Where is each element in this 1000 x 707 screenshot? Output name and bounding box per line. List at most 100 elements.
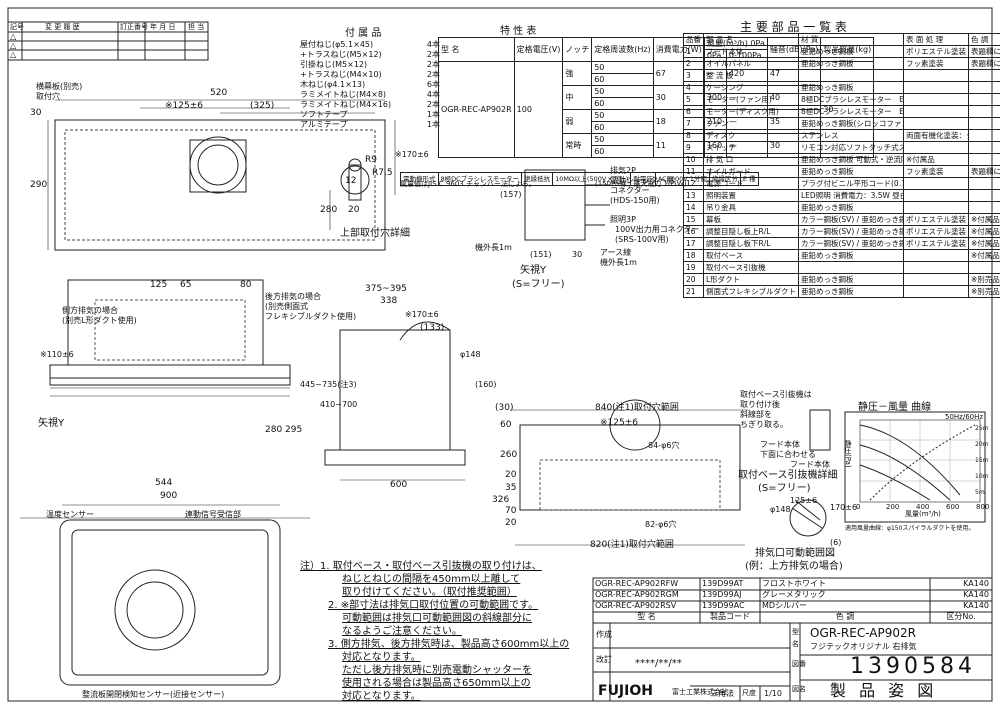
dim-280: 280: [320, 205, 338, 215]
spec-h-voltage: 定格電圧(V): [513, 37, 564, 62]
parts-cell: 排 気 口: [703, 153, 799, 166]
dim-30b: (30): [495, 403, 514, 413]
rev-row-1: △: [10, 32, 17, 41]
parts-cell: [903, 117, 969, 130]
tb-title: 製 品 姿 図: [830, 681, 938, 700]
parts-cell: [903, 177, 969, 190]
parts-cell: 17: [683, 237, 704, 250]
parts-cell: ※別売品(TFD-15): [968, 285, 1000, 298]
parts-cell: 8極DCブラシレスモーター E種: [798, 93, 904, 106]
dim-290: 290: [30, 180, 48, 190]
parts-cell: 亜鉛めっき鋼板: [798, 57, 904, 70]
parts-cell: 両面有機化塗装：クリアー(ワンタッチ着脱): [903, 129, 969, 142]
label-side-exhaust: 側方排気の場合: [62, 306, 118, 315]
variant-code: 139D99AJ: [702, 590, 742, 599]
dim-600: 600: [390, 480, 408, 490]
note-line: 可動範囲は排気口可動範囲図の斜線部分に: [342, 613, 532, 624]
dim-160: (160): [475, 380, 497, 389]
accessory-qty: 4本: [426, 40, 440, 49]
accessory-item: +トラスねじ(M4×10) 2本: [300, 70, 440, 80]
spec-h-notch: ノッチ: [562, 37, 593, 62]
accessory-qty: 2本: [426, 70, 440, 79]
curve-x-tick: 600: [946, 503, 960, 511]
label-mount-hole: 取付穴: [36, 92, 60, 101]
tb-projection: 三角法: [710, 689, 734, 698]
label-smart-sensor: 整流板開閉検知センサー(近接センサー): [82, 690, 225, 699]
spec-voltage: 100: [513, 61, 564, 158]
parts-cell: [968, 261, 1000, 274]
accessory-qty: 4本: [426, 90, 440, 99]
parts-cell: 亜鉛めっき鋼板: [798, 201, 904, 214]
dim-holes82: 82-φ6穴: [645, 520, 677, 529]
parts-cell: L形ダクト: [703, 273, 799, 286]
tb-made: 作成: [596, 630, 612, 639]
label-sfree2: (S=フリー): [758, 483, 811, 494]
parts-title: 主 要 部 品 一 覧 表: [740, 20, 847, 34]
accessory-qty: 2本: [426, 100, 440, 109]
variant-model: OGR-REC-AP902RGM: [595, 590, 679, 599]
parts-cell: 表題欄による: [968, 57, 1000, 70]
curve-x-tick: 400: [916, 503, 930, 511]
parts-cell: 19: [683, 261, 704, 274]
parts-cell: 側面式フレキシブルダクト: [703, 285, 799, 298]
rev-h-history: 変 更 履 歴: [45, 23, 80, 31]
dim-445: 445~735(注3): [300, 380, 357, 389]
parts-cell: 6: [683, 105, 704, 118]
parts-cell: カラー鋼板(SV) / 亜鉛めっき鋼板(GM・FW): [798, 213, 904, 226]
dim-170c: 170±6: [830, 503, 858, 512]
label-light3p: 照明3P: [610, 215, 636, 224]
parts-row: 2オイルパネル亜鉛めっき鋼板フッ素塗装表題欄による: [683, 57, 1000, 70]
parts-cell: 整 流 板: [703, 69, 799, 82]
label-base-pull-3: 斜線部を: [740, 410, 772, 419]
dim-35: 35: [505, 483, 517, 493]
parts-cell: オイルパネル: [703, 57, 799, 70]
accessory-name: +トラスねじ(M4×10): [300, 70, 382, 79]
parts-cell: モーター(ファン用): [703, 93, 799, 106]
parts-cell: 4: [683, 81, 704, 94]
label-100v: 100V出力用コネクター: [615, 225, 700, 234]
parts-cell: フード本体: [703, 45, 799, 58]
dim-148b: φ148: [770, 505, 791, 514]
variant-header-row: 型 名製品コード色 調区分No.: [593, 611, 992, 622]
parts-cell: ディスク: [703, 129, 799, 142]
parts-cell: LED照明 消費電力：3.5W 昼白色(LED照明1灯、照明用電源): [798, 189, 904, 202]
parts-cell: 亜鉛めっき鋼板: [798, 165, 904, 178]
tb-number: 1390584: [850, 654, 976, 679]
label-cord2: 機外長1m: [600, 258, 637, 267]
label-hds: (HDS-150用): [610, 196, 660, 205]
label-hood-body-2: 下面に合わせる: [760, 450, 816, 459]
accessory-name: アルミテープ: [300, 120, 348, 129]
dim-544: 544: [155, 478, 173, 488]
note-line: ねじとねじの間隔を450mm以上離して: [342, 574, 521, 585]
spec-notch: 弱: [562, 109, 593, 134]
parts-cell: 表題欄による: [968, 45, 1000, 58]
parts-cell: 1: [683, 45, 704, 58]
parts-cell: フッ素塗装: [903, 57, 969, 70]
accessory-name: ラミメイトねじ(M4×16): [300, 100, 392, 109]
parts-cell: [968, 117, 1000, 130]
dim-326: 326: [492, 495, 510, 505]
spec-hz: 50: [591, 109, 654, 122]
dim-6: (6): [830, 538, 842, 547]
spec-hz: 60: [591, 145, 654, 158]
curve-title: 静圧－風量 曲線: [858, 402, 932, 413]
variant-code: 139D99AT: [702, 579, 744, 588]
parts-cell: [968, 129, 1000, 142]
variant-color: フロストホワイト: [762, 579, 826, 588]
parts-cell: [903, 261, 969, 274]
accessory-name: ソフトテープ: [300, 110, 348, 119]
parts-cell: [903, 285, 969, 298]
parts-cell: ポリエステル塗装: [903, 213, 969, 226]
dim-280b: 280: [265, 425, 283, 435]
curve-right-label: 25m: [975, 425, 989, 432]
parts-cell: [903, 189, 969, 202]
note-line: 注）1. 取付ベース・取付ベース引抜機の取り付けは、: [300, 561, 542, 572]
